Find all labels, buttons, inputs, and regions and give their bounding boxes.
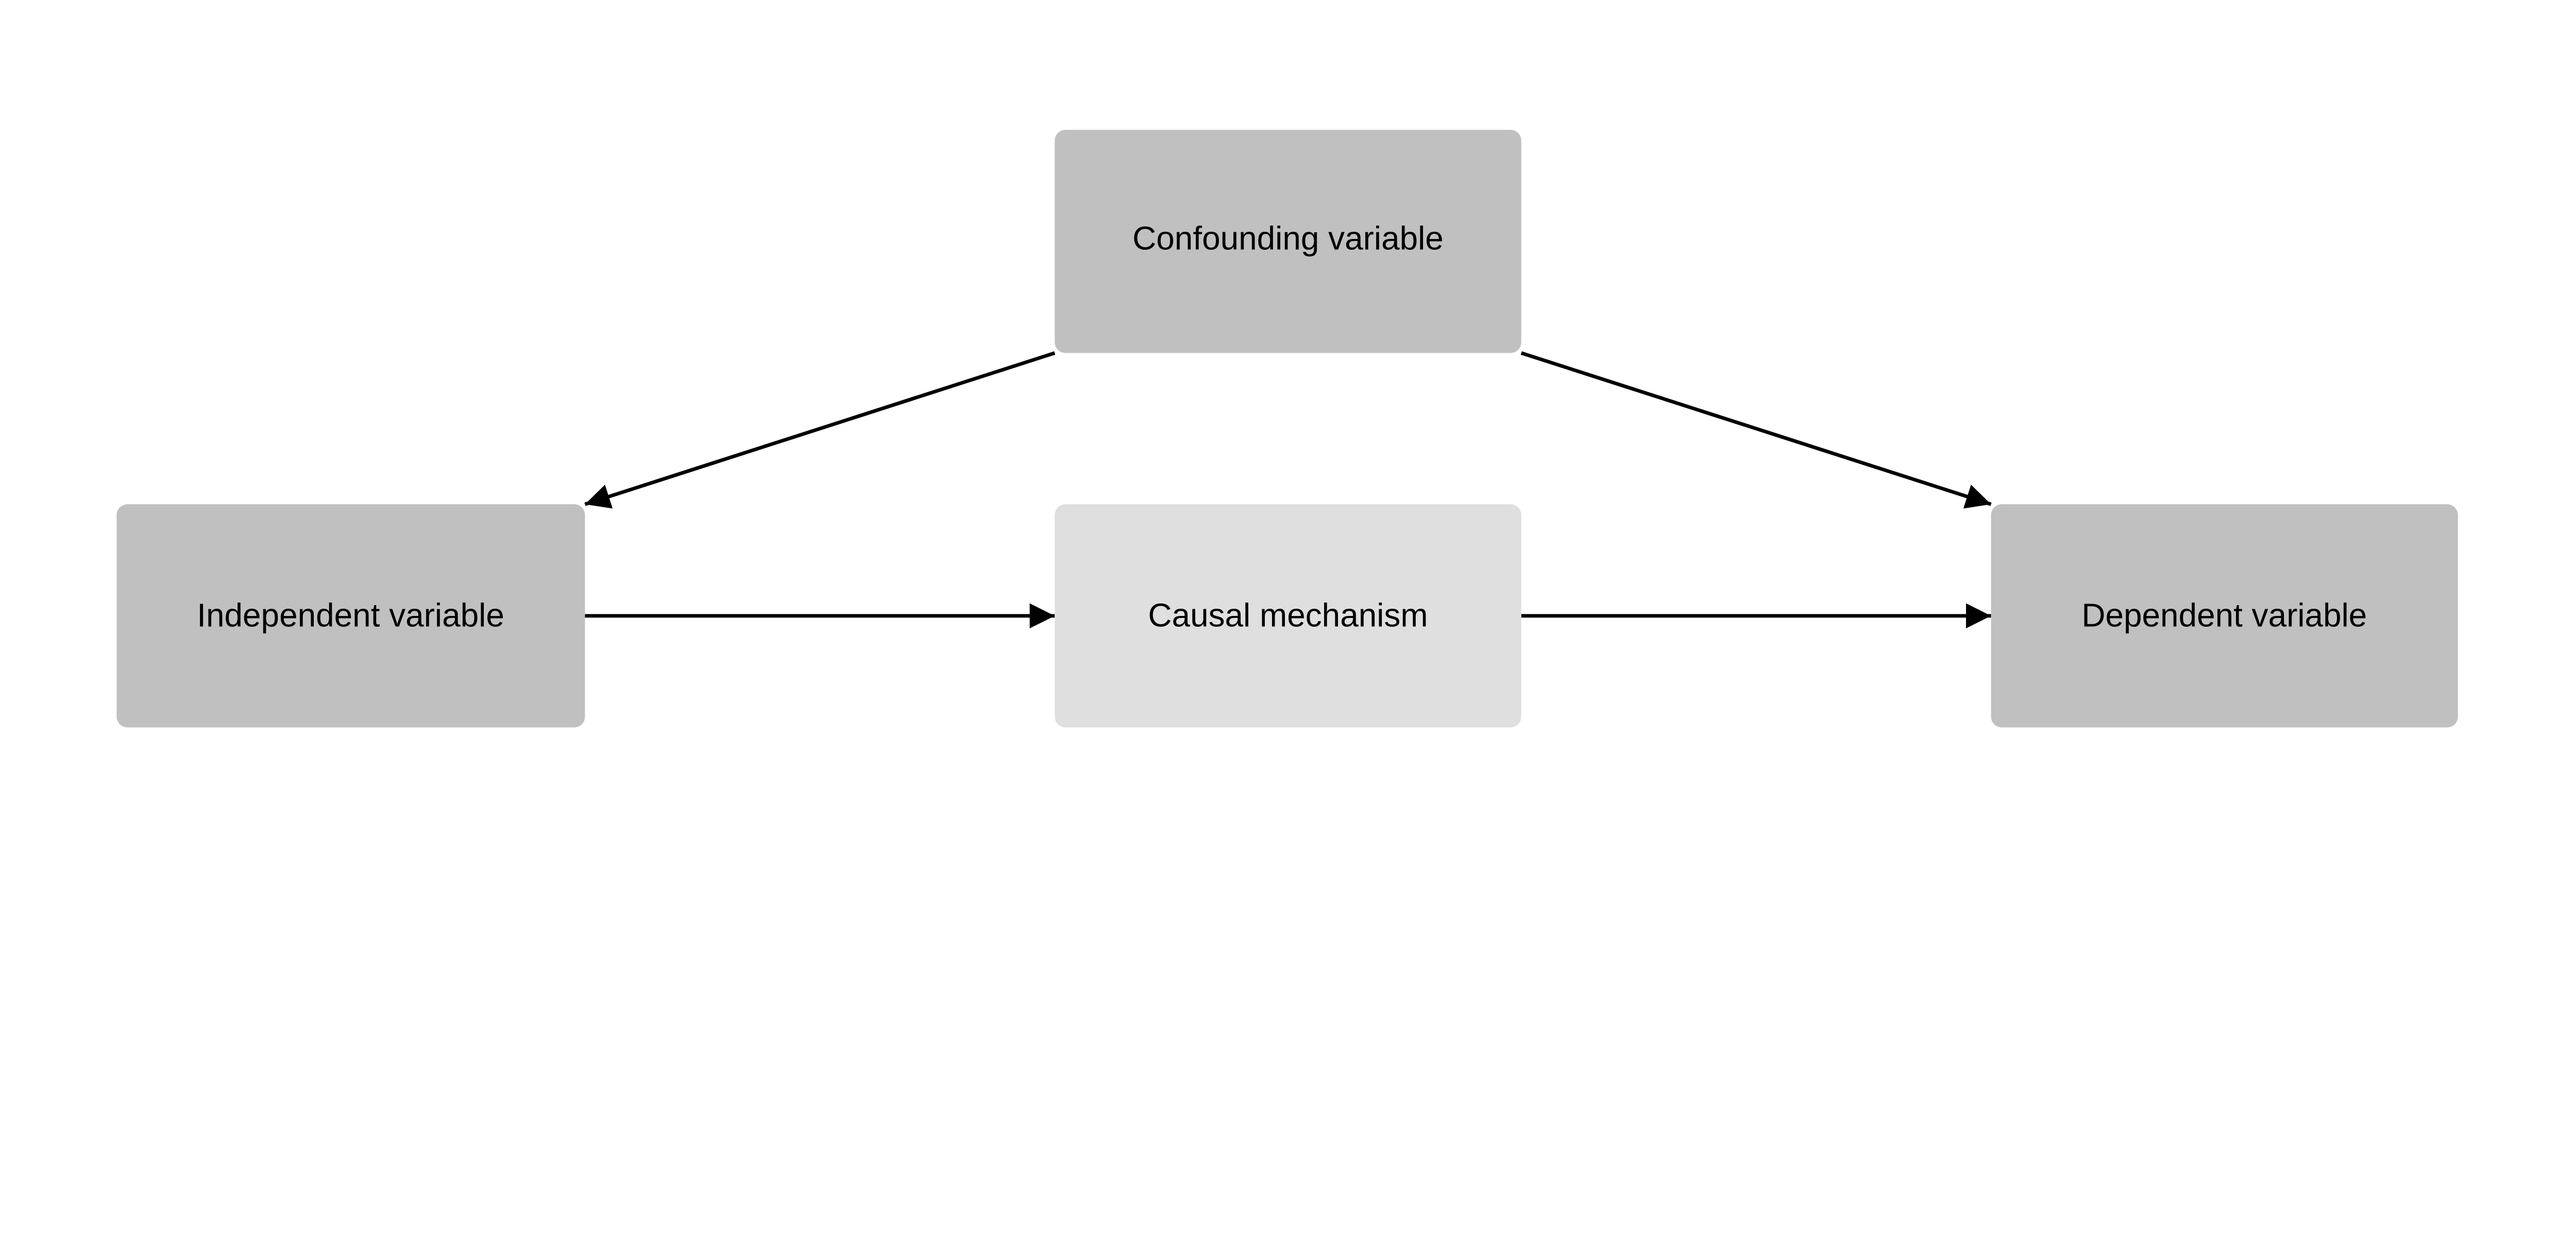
node-independent: Independent variable xyxy=(116,504,585,728)
node-label: Dependent variable xyxy=(2081,597,2367,634)
node-mechanism: Causal mechanism xyxy=(1055,504,1521,728)
node-box xyxy=(1991,504,2458,728)
arrow-confounding-to-independent xyxy=(584,351,1056,509)
causal-diagram: Confounding variable Independent variabl… xyxy=(116,130,2458,728)
node-label: Confounding variable xyxy=(1132,220,1444,257)
node-label: Independent variable xyxy=(197,597,504,634)
node-box xyxy=(116,504,585,728)
node-dependent: Dependent variable xyxy=(1991,504,2458,728)
node-label: Causal mechanism xyxy=(1148,597,1428,634)
arrow-confounding-to-dependent xyxy=(1520,351,1992,509)
node-box xyxy=(1055,504,1521,728)
node-box xyxy=(1055,130,1521,353)
edges xyxy=(584,351,1992,629)
node-confounding: Confounding variable xyxy=(1055,130,1521,353)
